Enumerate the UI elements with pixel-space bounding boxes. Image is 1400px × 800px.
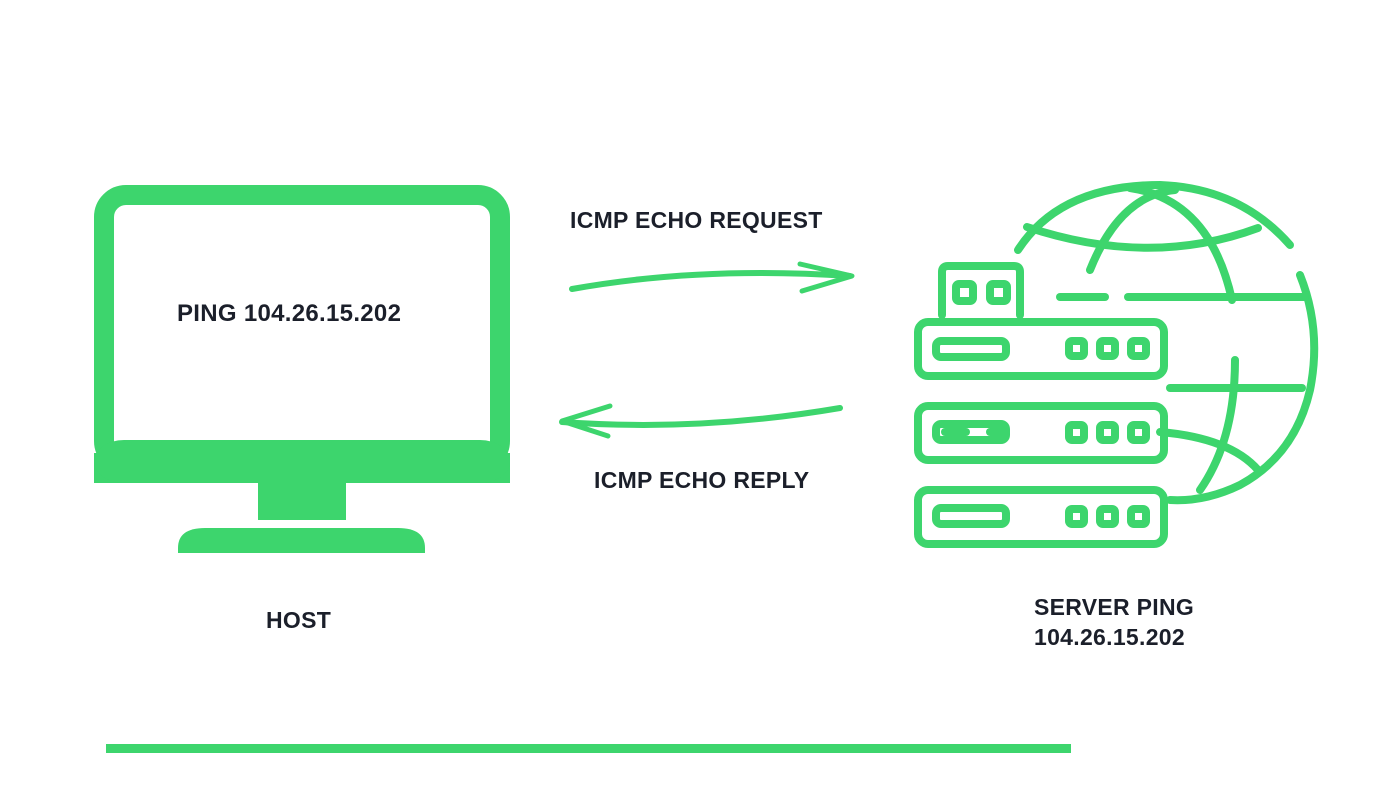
monitor-icon bbox=[94, 185, 510, 553]
baseline-divider bbox=[106, 744, 1071, 753]
server-globe-icon bbox=[914, 181, 1319, 548]
server-label: SERVER PING 104.26.15.202 bbox=[1034, 592, 1194, 652]
host-label: HOST bbox=[266, 607, 332, 633]
reply-arrow-icon bbox=[559, 403, 843, 439]
host-screen-text: PING 104.26.15.202 bbox=[177, 300, 402, 327]
icmp-reply-label: ICMP ECHO REPLY bbox=[594, 467, 810, 493]
icmp-request-label: ICMP ECHO REQUEST bbox=[570, 207, 823, 233]
server-label-line2: 104.26.15.202 bbox=[1034, 624, 1185, 650]
request-arrow-icon bbox=[569, 261, 855, 294]
server-label-line1: SERVER PING bbox=[1034, 594, 1195, 620]
